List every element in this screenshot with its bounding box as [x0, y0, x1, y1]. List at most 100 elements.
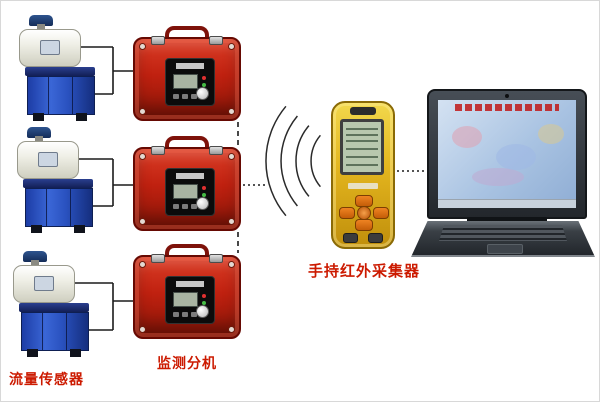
flow-sensor-label: 流量传感器 — [9, 372, 84, 388]
transmitter-display — [38, 152, 58, 167]
case-shell — [133, 254, 241, 339]
case-latch — [151, 36, 165, 45]
laptop-display — [438, 100, 576, 208]
case-screw — [139, 218, 146, 225]
panel-label-strip — [176, 173, 204, 179]
panel-buttons — [173, 312, 197, 317]
case-screw — [139, 326, 146, 333]
transmitter-body — [13, 265, 75, 303]
transmitter-body — [17, 141, 79, 179]
app-status-bar — [438, 199, 576, 208]
flow-transmitter — [13, 251, 75, 303]
case-control-panel — [165, 276, 215, 324]
tank-foot — [27, 349, 38, 357]
case-screw — [139, 153, 146, 160]
handheld-collector-label: 手持红外采集器 — [307, 262, 420, 280]
flow-sensor-group-1 — [19, 15, 115, 121]
transmitter-neck — [31, 260, 39, 267]
panel-led-green — [202, 83, 206, 87]
tank-flange — [23, 179, 93, 188]
tank-flange — [19, 303, 89, 312]
flow-transmitter — [17, 127, 79, 179]
keypad-right-button — [373, 207, 389, 219]
panel-label-strip — [176, 63, 204, 69]
tank-foot — [31, 225, 42, 233]
handheld-collector — [331, 101, 395, 249]
sensor-tank — [25, 67, 95, 121]
app-title-text-blur — [454, 104, 560, 111]
case-screw — [139, 261, 146, 268]
function-button — [343, 233, 358, 243]
case-shell — [133, 36, 241, 121]
transmitter-neck — [35, 136, 43, 143]
monitor-case-1 — [133, 26, 241, 121]
case-screw — [228, 153, 235, 160]
panel-buttons — [173, 94, 197, 99]
panel-buttons — [173, 204, 197, 209]
tank-body — [21, 312, 89, 351]
panel-led-green — [202, 193, 206, 197]
case-screw — [139, 43, 146, 50]
monitor-case-3 — [133, 244, 241, 339]
laptop — [411, 89, 595, 257]
keypad-left-button — [339, 207, 355, 219]
panel-lcd — [173, 292, 198, 307]
case-handle — [165, 244, 209, 258]
tank-foot — [33, 113, 44, 121]
case-latch — [209, 36, 223, 45]
screen-content-shape — [472, 168, 524, 186]
keypad-center-button — [357, 206, 371, 220]
tank-foot — [74, 225, 85, 233]
panel-led-red — [202, 186, 206, 190]
case-latch — [151, 254, 165, 263]
tank-foot — [70, 349, 81, 357]
flow-transmitter — [19, 15, 81, 67]
case-screw — [228, 261, 235, 268]
case-screw — [139, 108, 146, 115]
case-screw — [228, 108, 235, 115]
screen-content-shape — [538, 124, 564, 144]
monitor-unit-label: 监测分机 — [157, 356, 217, 372]
transmitter-cap — [27, 127, 51, 138]
panel-lcd — [173, 74, 198, 89]
flow-sensor-group-3 — [13, 251, 109, 357]
tank-foot — [76, 113, 87, 121]
case-screw — [228, 43, 235, 50]
case-shell — [133, 146, 241, 231]
panel-label-strip — [176, 281, 204, 287]
sensor-tank — [23, 179, 93, 233]
case-screw — [228, 218, 235, 225]
webcam-dot — [505, 94, 509, 98]
monitor-case-2 — [133, 136, 241, 231]
transmitter-cap — [29, 15, 53, 26]
case-handle — [165, 26, 209, 40]
handheld-lcd — [340, 119, 384, 175]
panel-led-red — [202, 76, 206, 80]
screen-content-shape — [452, 126, 482, 148]
laptop-screen — [427, 89, 587, 219]
keypad-down-button — [355, 219, 373, 231]
laptop-touchpad — [487, 244, 523, 254]
handheld-label-strip — [348, 183, 378, 189]
sensor-tank — [19, 303, 89, 357]
panel-speaker — [196, 87, 209, 100]
transmitter-cap — [23, 251, 47, 262]
infrared-port — [350, 107, 376, 115]
case-control-panel — [165, 168, 215, 216]
tank-body — [27, 76, 95, 115]
transmitter-display — [34, 276, 54, 291]
panel-speaker — [196, 305, 209, 318]
transmitter-display — [40, 40, 60, 55]
case-latch — [209, 254, 223, 263]
case-latch — [151, 146, 165, 155]
laptop-hinge — [467, 217, 547, 224]
function-button — [368, 233, 383, 243]
panel-led-red — [202, 294, 206, 298]
case-control-panel — [165, 58, 215, 106]
screen-content-shape — [496, 144, 536, 170]
laptop-keyboard — [439, 225, 567, 241]
case-handle — [165, 136, 209, 150]
case-latch — [209, 146, 223, 155]
tank-body — [25, 188, 93, 227]
